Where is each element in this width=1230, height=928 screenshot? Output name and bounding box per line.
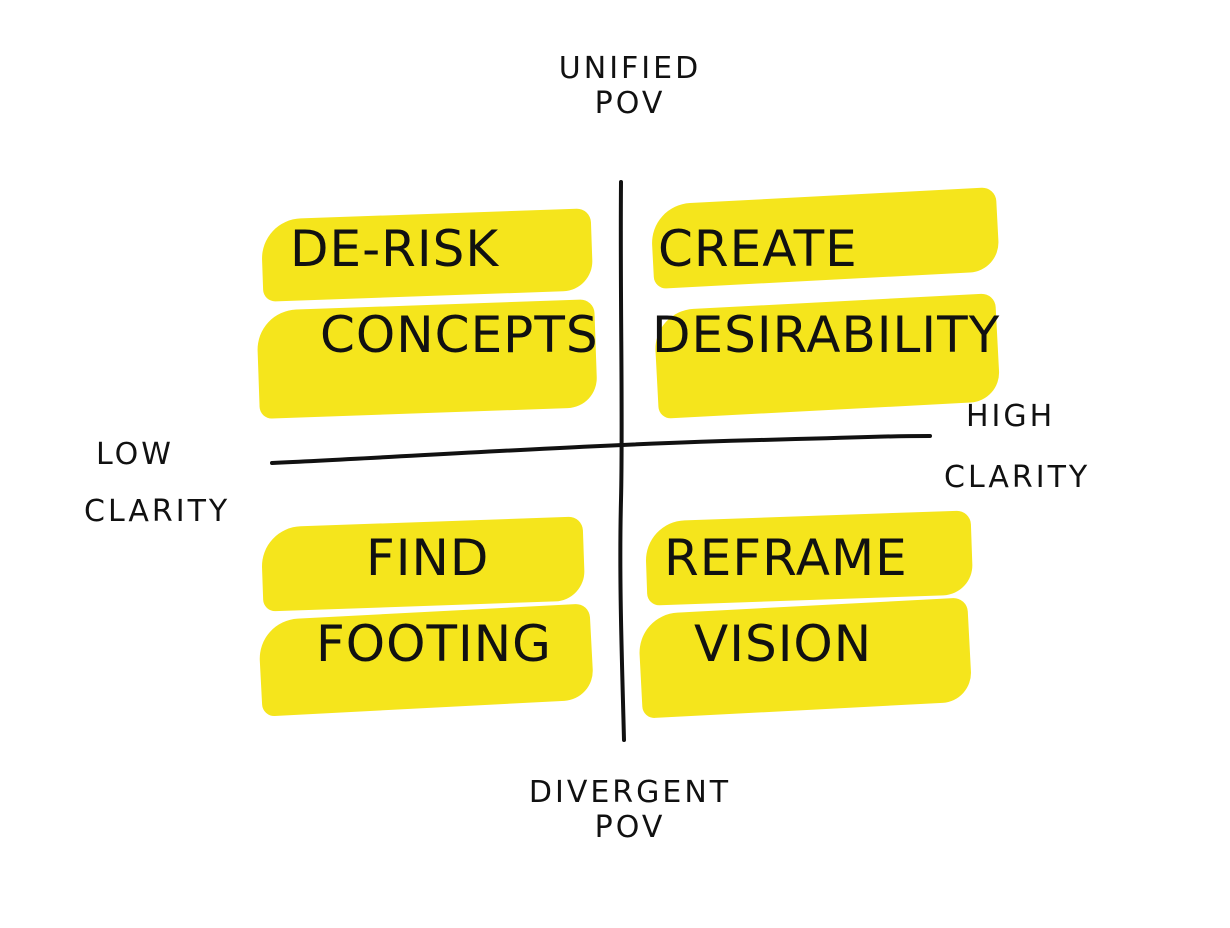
quadrant-top-right-line-1: Create (658, 220, 858, 278)
top-axis-label-line-2: PoV (594, 85, 666, 121)
top-axis-label: Unified PoV (500, 51, 760, 121)
top-axis-label-line-1: Unified (558, 51, 702, 86)
left-axis-label-line-1: Low (96, 437, 174, 472)
bottom-axis-label-line-2: PoV (594, 809, 666, 845)
left-axis-label-line-2: Clarity (84, 493, 231, 529)
quadrant-top-left: De-Risk Concepts (280, 206, 599, 378)
quadrant-top-left-line-1: De-Risk (290, 220, 500, 278)
quadrant-bottom-right-line-2: Vision (694, 615, 873, 673)
vertical-axis-line (618, 180, 626, 742)
right-axis-label-line-1: High (966, 399, 1056, 434)
quadrant-bottom-right: Reframe Vision (664, 515, 908, 687)
quadrant-top-right-line-2: Desirability (652, 306, 1001, 364)
quadrant-top-left-line-2: Concepts (320, 306, 599, 364)
quadrant-bottom-left-line-1: Find (366, 529, 490, 587)
bottom-axis-label-line-1: Divergent (528, 775, 732, 810)
quadrant-bottom-left: Find Footing (316, 515, 552, 687)
quadrant-bottom-right-line-1: Reframe (664, 529, 908, 587)
bottom-axis-label: Divergent PoV (480, 775, 780, 845)
horizontal-axis-line (270, 434, 932, 465)
left-axis-label: Low Clarity (84, 437, 231, 529)
quadrant-top-right: Create Desirability (652, 206, 1000, 378)
quadrant-bottom-left-line-2: Footing (316, 615, 552, 673)
right-axis-label: High Clarity (944, 399, 1091, 495)
right-axis-label-line-2: Clarity (944, 459, 1091, 495)
